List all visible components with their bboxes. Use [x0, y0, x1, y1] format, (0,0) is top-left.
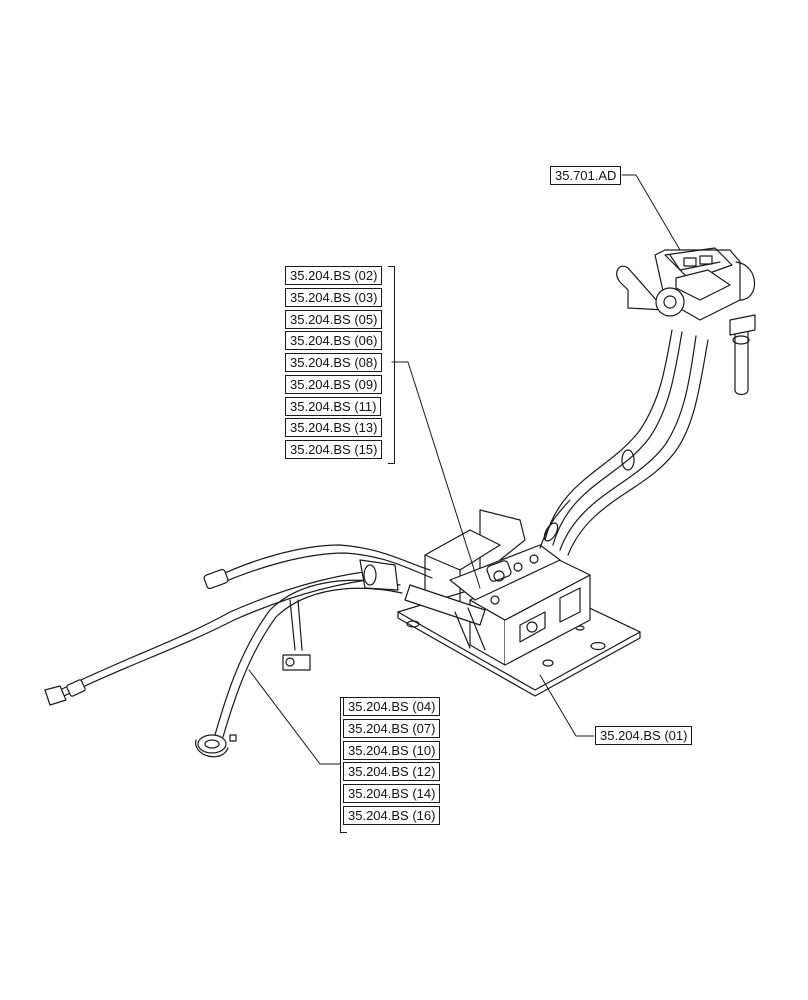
ref-label-lower-item[interactable]: 35.204.BS (07): [343, 718, 441, 738]
leader-lines: [248, 174, 681, 765]
ref-label-lower-item[interactable]: 35.204.BS (10): [343, 740, 441, 760]
hose-bundle-upper: [539, 329, 709, 556]
ref-label-lower-item[interactable]: 35.204.BS (14): [343, 784, 441, 804]
hoses-left: [44, 544, 433, 758]
ref-label-upper-item[interactable]: 35.204.BS (13): [285, 418, 383, 438]
ref-label-upper-item[interactable]: 35.204.BS (02): [285, 266, 383, 285]
ref-label-upper-item[interactable]: 35.204.BS (15): [285, 440, 383, 459]
ref-label-top-control[interactable]: 35.701.AD: [550, 166, 622, 185]
ref-label-upper-item[interactable]: 35.204.BS (03): [285, 287, 383, 307]
ref-label-upper-item[interactable]: 35.204.BS (05): [285, 309, 383, 329]
ref-label-lower-item[interactable]: 35.204.BS (12): [343, 762, 441, 782]
ref-label-lower-item[interactable]: 35.204.BS (04): [343, 697, 441, 716]
ref-label-upper-item[interactable]: 35.204.BS (09): [285, 374, 383, 394]
ref-label-upper-item[interactable]: 35.204.BS (08): [285, 353, 383, 372]
valve-frame: [424, 509, 591, 666]
upper-control-block: [616, 247, 756, 396]
group-bracket-upper: [388, 266, 395, 464]
ref-label-base[interactable]: 35.204.BS (01): [595, 726, 693, 745]
ref-label-upper-item[interactable]: 35.204.BS (11): [285, 396, 382, 416]
valve-body: [404, 544, 561, 651]
ref-label-upper-item[interactable]: 35.204.BS (06): [285, 331, 383, 351]
ref-label-lower-item[interactable]: 35.204.BS (16): [343, 806, 441, 825]
